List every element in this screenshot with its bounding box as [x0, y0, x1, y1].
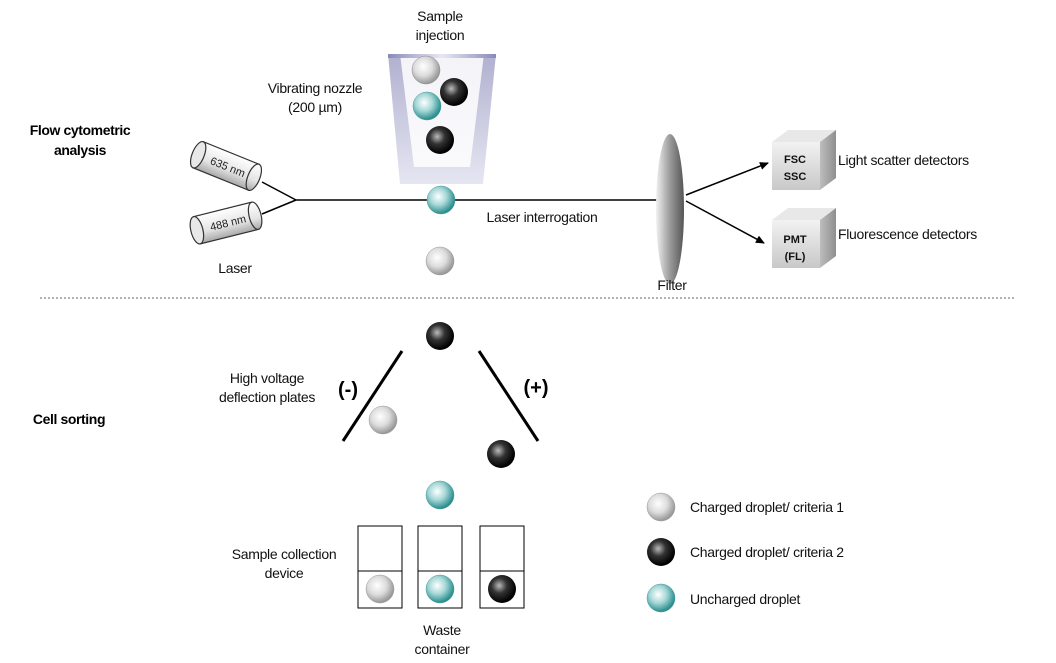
deflection-plate-positive [477, 350, 540, 442]
droplet-dark-deflected [487, 440, 515, 468]
fluorescence-label: Fluorescence detectors [838, 226, 977, 242]
droplet-teal-collected [425, 574, 455, 604]
legend-light-droplet-icon [646, 492, 676, 522]
plates-label-line2: deflection plates [219, 389, 315, 405]
minus-sign: (-) [338, 379, 358, 401]
droplet-dark-nozzle-1 [440, 78, 468, 106]
sorting-title: Cell sorting [33, 411, 105, 427]
beam-488 [261, 199, 297, 215]
droplet-dark-collected [488, 575, 516, 603]
scatter-detector-box [772, 130, 836, 190]
droplet-teal-falling [425, 480, 455, 510]
droplet-dark-sort-top [426, 322, 454, 350]
waste-label-line2: container [415, 641, 471, 657]
plates-label-line1: High voltage [230, 370, 305, 386]
sample-injection-line1: Sample [417, 8, 463, 24]
fl-label: (FL) [785, 251, 806, 263]
pmt-label: PMT [783, 234, 807, 246]
nozzle-label-line1: Vibrating nozzle [268, 80, 363, 96]
legend-dark-droplet-icon [647, 538, 675, 566]
legend: Charged droplet/ criteria 1 Charged drop… [646, 492, 845, 613]
droplet-light-collected [365, 574, 395, 604]
laser-interrogation-label: Laser interrogation [486, 209, 597, 225]
laser-635-cylinder: 635 nm [189, 140, 263, 192]
legend-light-label: Charged droplet/ criteria 1 [690, 499, 844, 515]
filter-label: Filter [657, 277, 687, 293]
droplet-light-nozzle [411, 55, 441, 85]
deflection-plate-negative [341, 350, 404, 442]
legend-teal-label: Uncharged droplet [690, 591, 800, 607]
nozzle-label-line2: (200 µm) [288, 99, 342, 115]
droplet-teal-nozzle [412, 91, 442, 121]
droplet-light-stream [425, 246, 455, 276]
droplet-light-deflected [368, 405, 398, 435]
ssc-label: SSC [784, 171, 807, 183]
collection-label-line1: Sample collection [232, 546, 337, 562]
filter-lens [656, 134, 684, 284]
collection-label-line2: device [265, 565, 304, 581]
flow-title-line1: Flow cytometric [30, 122, 131, 138]
droplet-dark-nozzle-2 [426, 126, 454, 154]
arrow-to-scatter [685, 162, 769, 196]
legend-dark-label: Charged droplet/ criteria 2 [690, 544, 844, 560]
laser-488-cylinder: 488 nm [189, 201, 263, 245]
legend-teal-droplet-icon [646, 583, 676, 613]
arrow-to-fluorescence [685, 200, 765, 244]
beam-635 [261, 181, 297, 201]
vibrating-nozzle [388, 54, 496, 184]
fluorescence-detector-box [772, 208, 836, 268]
light-scatter-label: Light scatter detectors [838, 152, 969, 168]
laser-label: Laser [218, 260, 252, 276]
flow-title-line2: analysis [54, 142, 107, 158]
plus-sign: (+) [524, 377, 549, 399]
sample-injection-line2: injection [416, 27, 465, 43]
fsc-label: FSC [784, 154, 806, 166]
waste-label-line1: Waste [423, 622, 461, 638]
droplet-teal-interrogation [426, 185, 456, 215]
